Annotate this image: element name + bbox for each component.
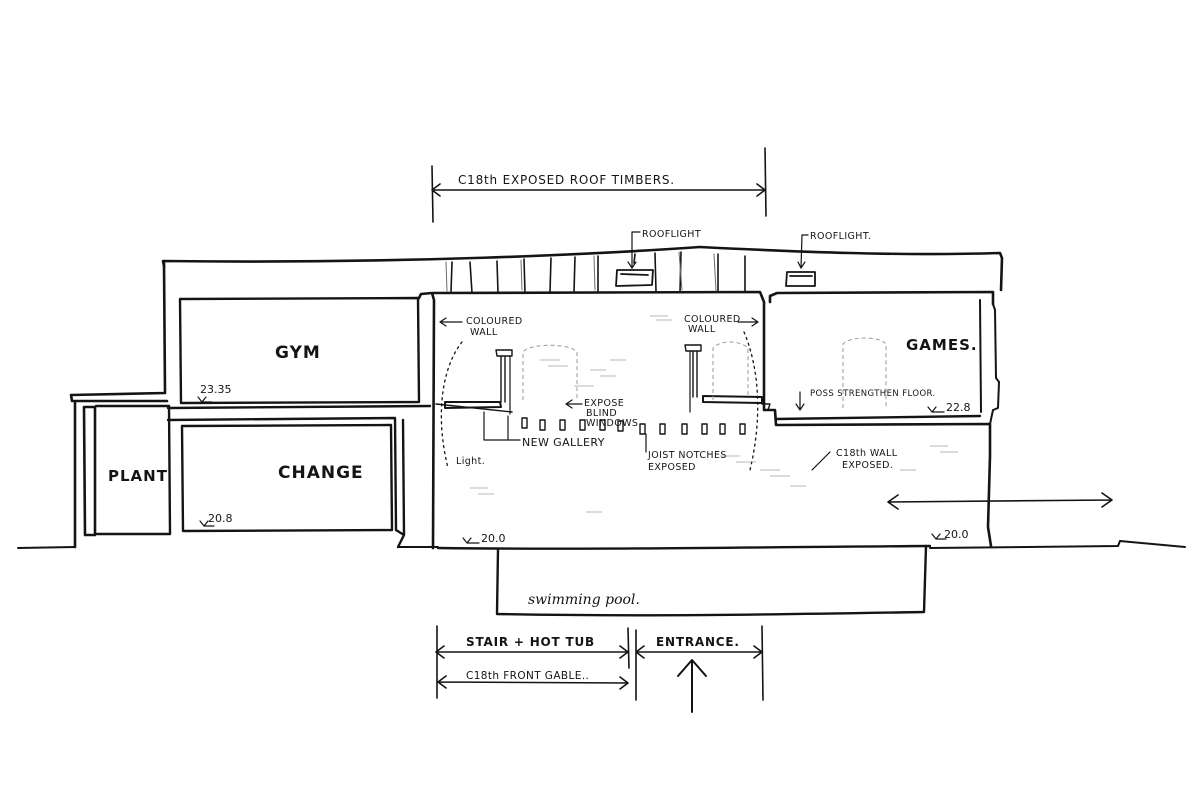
extension-arrow (887, 492, 1113, 510)
hall-floor (436, 544, 932, 550)
rooflight-label-b: ROOFLIGHT. (810, 231, 871, 242)
gym-label: GYM (275, 343, 321, 363)
new-gallery-left (444, 349, 513, 415)
right-level-marker (931, 533, 947, 540)
games-level: 22.8 (946, 401, 971, 414)
plant-label: PLANT (108, 467, 168, 485)
games-level-marker (927, 406, 945, 413)
gym-level-marker (197, 396, 213, 403)
roof-timbers (445, 251, 746, 294)
expose-blind-windows-label-2: BLIND (586, 408, 617, 419)
coloured-wall-right-label-2: WALL (688, 324, 716, 335)
expose-blind-windows-label-1: EXPOSE (584, 398, 624, 409)
rooflight-a (615, 269, 654, 287)
games-floor (774, 414, 982, 421)
front-gable-label: C18th FRONT GABLE.. (466, 670, 589, 682)
games-label: GAMES. (906, 336, 978, 354)
rooflight-arrow-a (627, 261, 637, 269)
entrance-label: ENTRANCE. (656, 635, 740, 649)
new-gallery-leader (483, 411, 521, 441)
change-level: 20.8 (208, 512, 233, 525)
gym-room-outline (178, 296, 421, 405)
left-block-walls (69, 261, 169, 549)
coloured-wall-left-label-1: COLOURED (466, 316, 523, 327)
blind-window-right (712, 341, 749, 400)
roof-timbers-label: C18th EXPOSED ROOF TIMBERS. (458, 173, 675, 187)
coloured-wall-arrow-left (439, 317, 463, 327)
change-level-marker (199, 520, 215, 527)
front-gable-dimension (437, 675, 629, 690)
rooflight-leader-a (631, 231, 641, 269)
light-arc-left (440, 341, 463, 469)
brick-hatching (470, 315, 958, 513)
c18-wall-leader (811, 451, 831, 471)
entrance-dimension (635, 625, 764, 701)
rooflight-b (785, 271, 816, 287)
gallery-balustrade (435, 403, 771, 413)
stair-hot-tub-dimension (435, 625, 630, 699)
rooflight-label-a: ROOFLIGHT (642, 229, 701, 240)
hall-level-marker (462, 537, 480, 544)
joist-notches-label-2: EXPOSED (648, 462, 696, 473)
hall-level: 20.0 (481, 532, 506, 545)
coloured-wall-arrow-right (737, 317, 759, 327)
blind-window-left (522, 344, 578, 400)
expose-blind-windows-label-3: WINDOWS (586, 418, 638, 429)
roof-timbers-dimension (431, 147, 767, 223)
rooflight-arrow-b (797, 261, 806, 269)
stair-hot-tub-label: STAIR + HOT TUB (466, 635, 595, 649)
coloured-wall-right-label-1: COLOURED (684, 314, 741, 325)
games-wall-detail (979, 299, 1000, 425)
swimming-pool-outline (495, 544, 928, 617)
gym-level: 23.35 (200, 383, 232, 396)
joist-notches-label-1: JOIST NOTCHES (647, 450, 727, 461)
hall-walls (417, 290, 995, 550)
c18-wall-label-2: EXPOSED. (842, 460, 893, 471)
joist-notches (521, 417, 746, 435)
right-level: 20.0 (944, 528, 969, 541)
rooflight-leader-b (800, 234, 809, 269)
light-arc-right (743, 331, 759, 471)
coloured-wall-left-label-2: WALL (470, 327, 498, 338)
poss-strengthen-arrow (795, 391, 805, 411)
change-label: CHANGE (278, 463, 364, 483)
poss-strengthen-label: POSS STRENGTHEN FLOOR. (810, 389, 936, 399)
light-label: Light. (456, 456, 485, 467)
intermediate-slab (166, 404, 432, 549)
plant-room-outline (94, 404, 172, 536)
new-gallery-right (684, 344, 763, 413)
ground-line (17, 540, 1186, 549)
roof-outline (161, 245, 1004, 292)
entrance-arrow (677, 659, 707, 713)
expose-blind-windows-arrow (565, 399, 583, 409)
swimming-pool-label: swimming pool. (528, 592, 640, 608)
blind-window-games (842, 337, 887, 408)
c18-wall-label-1: C18th WALL (836, 448, 898, 459)
new-gallery-label: NEW GALLERY (522, 436, 605, 449)
change-room-outline (180, 423, 394, 533)
